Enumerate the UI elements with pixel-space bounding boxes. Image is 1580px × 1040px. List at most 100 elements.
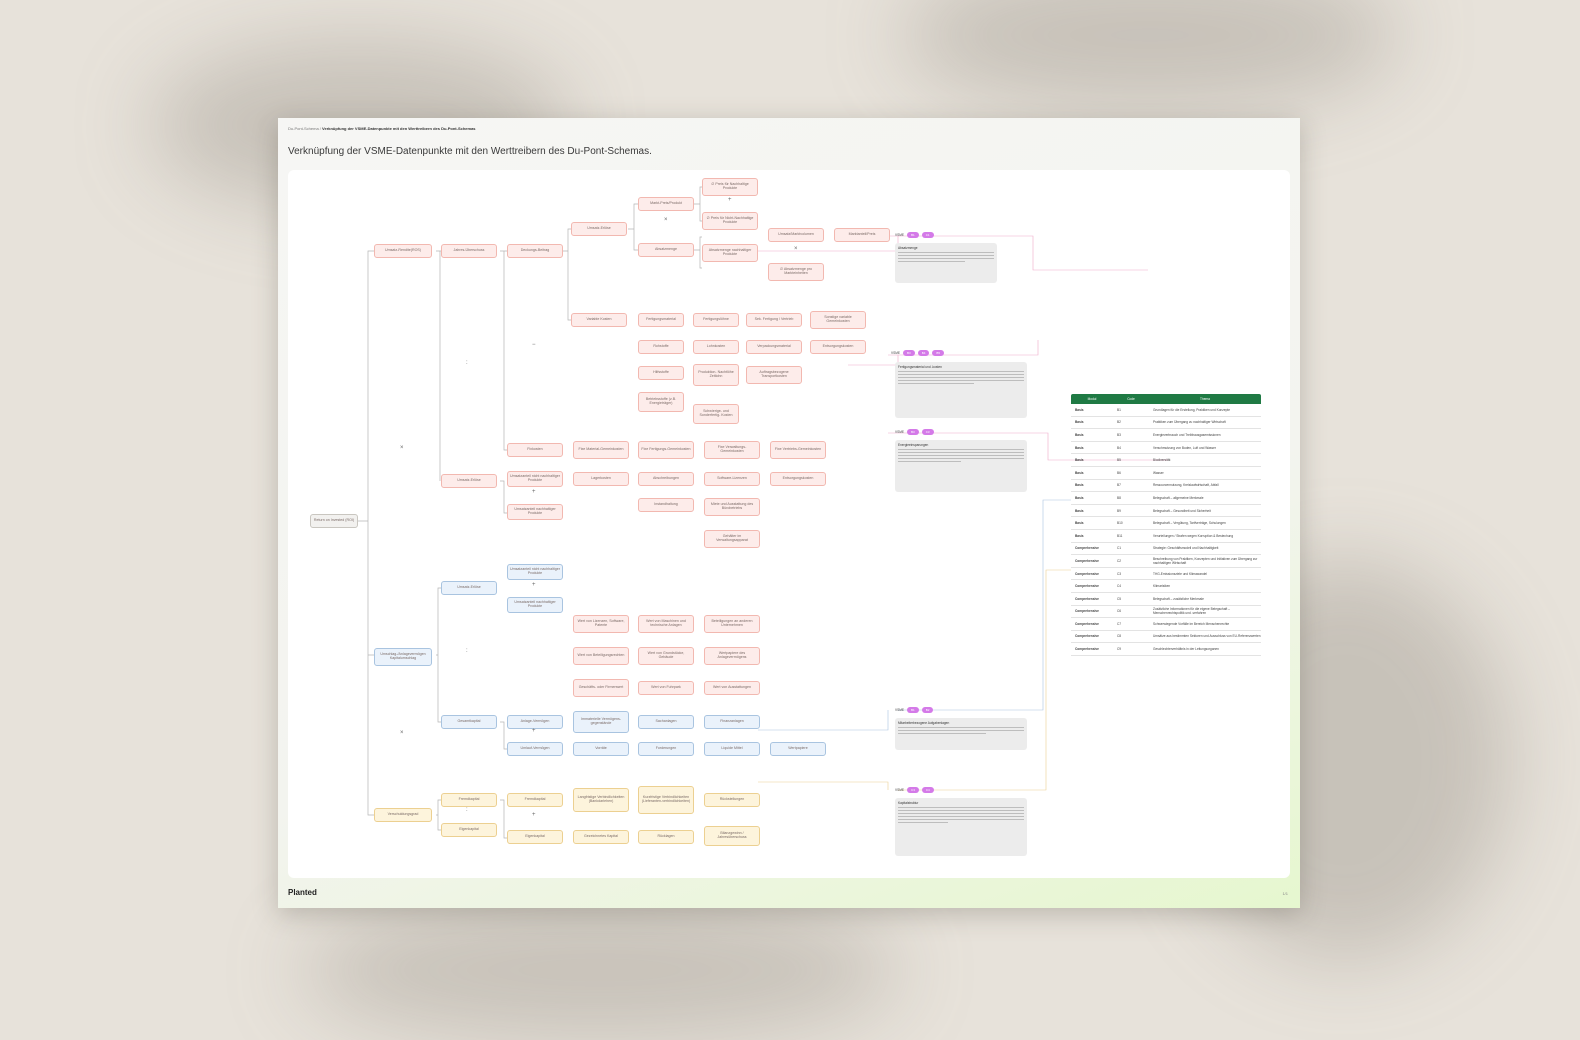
- node-wertpapiere-anlage[interactable]: Wertpapiere des Anlagevermögens: [704, 647, 760, 665]
- node-umsatzanteil-nicht2[interactable]: Umsatzanteil nicht nachhaltiger Produkte: [507, 564, 563, 580]
- node-anlage-vermoegen[interactable]: Anlage-Vermögen: [507, 715, 563, 729]
- node-deckungsbeitrag[interactable]: Deckungs-Beitrag: [507, 244, 563, 258]
- node-produktion-zeitlich[interactable]: Produktion- Nachtlöhe Zeitlohn: [693, 364, 739, 386]
- node-absatzmenge[interactable]: Absatzmenge: [638, 243, 694, 257]
- node-verschuldungsgrad[interactable]: Verschuldungsgrad: [374, 808, 432, 822]
- node-eigenkapital[interactable]: Eigenkapital: [441, 823, 497, 837]
- node-umsatz-zahl[interactable]: ∅ Absatzmenge pro Markteinheiten: [768, 263, 824, 281]
- node-finanzanlagen[interactable]: Finanzanlagen: [704, 715, 760, 729]
- node-gehaelter-verwaltung[interactable]: Gehälter im Verwaltungsapparat: [704, 530, 760, 548]
- node-variable-kosten[interactable]: Variable Kosten: [571, 313, 627, 327]
- node-root[interactable]: Return on Invested (ROI): [310, 514, 358, 528]
- node-auftragsbezogene[interactable]: Auftragsbezogene Transportkosten: [746, 366, 802, 384]
- node-sachanlagen[interactable]: Sachanlagen: [638, 715, 694, 729]
- node-langfristige[interactable]: Langfristige Verbindlichkeiten (Bankdarl…: [573, 788, 629, 812]
- node-wert-beteiligungen[interactable]: Wert von Beteiligungsrechten: [573, 647, 629, 665]
- node-fixe-material[interactable]: Fixe Material-Gemeinkosten: [573, 441, 629, 459]
- node-forderungen[interactable]: Forderungen: [638, 742, 694, 756]
- node-wert-grundstuecke[interactable]: Wert von Grundstücke, Gebäude: [638, 647, 694, 665]
- node-preis-nachhaltig[interactable]: ∅ Preis für Nachhaltige Produkte: [702, 178, 758, 196]
- node-entsorgungskosten2[interactable]: Entsorgungskosten: [770, 472, 826, 486]
- node-umlauf-vermoegen[interactable]: Umlauf-Vermögen: [507, 742, 563, 756]
- node-fertigungsmaterial[interactable]: Fertigungsmaterial: [638, 313, 684, 327]
- node-gezeichnetes[interactable]: Gezeichnetes Kapital: [573, 830, 629, 844]
- operator-divide: :: [466, 360, 468, 366]
- table-cell: B10: [1117, 521, 1123, 526]
- vsme-tag[interactable]: B5: [932, 350, 945, 356]
- node-umsatzanteil2[interactable]: Umsatzanteil nachhaltiger Produkte: [507, 597, 563, 613]
- node-beteiligungen[interactable]: Beteiligungen an anderen Unternehmen: [704, 615, 760, 633]
- node-kurzfristige[interactable]: Kurzfristige Verbindlichkeiten (Lieferan…: [638, 786, 694, 814]
- node-umsatzanteil-nicht[interactable]: Umsatzanteil nicht nachhaltiger Produkte: [507, 471, 563, 487]
- node-immaterielle[interactable]: Immaterielle Vermögens-gegenstände: [573, 711, 629, 733]
- table-header-cell: Code: [1127, 397, 1135, 401]
- table-cell: Belegschaft – allgemeine Merkmale: [1153, 495, 1204, 500]
- node-lagerkosten[interactable]: Lagerkosten: [573, 472, 629, 486]
- node-schwierige-arbeit[interactable]: Schwierige- und Sonderfertig- Kosten: [693, 404, 739, 424]
- node-marktvolumen[interactable]: Umsatz/Marktvolumen: [768, 228, 824, 242]
- table-cell: Belegschaft – Gesundheit und Sicherheit: [1153, 508, 1211, 513]
- node-sonstige-variable[interactable]: Sonstige variable Gemeinkosten: [810, 311, 866, 329]
- node-wert-lizenzen[interactable]: Wert von Lizenzen, Software, Patente: [573, 615, 629, 633]
- vsme-tag[interactable]: C3: [907, 787, 919, 793]
- node-umsatzrendite[interactable]: Umsatz-Rendite(ROS): [374, 244, 432, 258]
- vsme-tag[interactable]: C4: [921, 787, 934, 793]
- node-marktpreis[interactable]: Markt-Preis/Produkt: [638, 197, 694, 211]
- node-betriebsstoffe[interactable]: Betriebsstoffe (z.B. Energieträger): [638, 392, 684, 412]
- vsme-tag[interactable]: C3: [921, 429, 934, 435]
- node-fremdkapital[interactable]: Fremdkapital: [441, 793, 497, 807]
- annotation-heading: Fertigungsmaterial und -kosten: [898, 365, 942, 369]
- node-wert-ausstattungen[interactable]: Wert von Ausstattungen: [704, 681, 760, 695]
- breadcrumb-section[interactable]: Du-Pont-Schema: [288, 126, 319, 131]
- node-hilfsstoffe[interactable]: Hilfsstoffe: [638, 366, 684, 380]
- node-umsatzerloese3[interactable]: Umsatz-Erlöse: [441, 581, 497, 595]
- node-instandhaltung[interactable]: Instandhaltung: [638, 498, 694, 512]
- node-gesamtkapital[interactable]: Gesamtkapital: [441, 715, 497, 729]
- node-jahres-ueberschuss[interactable]: Jahres-Überschuss: [441, 244, 497, 258]
- node-verpackungsmaterial[interactable]: Verpackungsmaterial: [746, 340, 802, 354]
- node-umschlag[interactable]: Umschlag-/Anlagevermögen Kapitalumschlag: [374, 648, 432, 666]
- node-lohnkosten[interactable]: Lohnkosten: [693, 340, 739, 354]
- operator-plus: +: [532, 489, 536, 495]
- node-vorraete[interactable]: Vorräte: [573, 742, 629, 756]
- node-umsatzerloese2[interactable]: Umsatz-Erlöse: [441, 474, 497, 488]
- vsme-tag[interactable]: B3: [907, 429, 919, 435]
- node-entsorgungskosten[interactable]: Entsorgungskosten: [810, 340, 866, 354]
- vsme-tag[interactable]: B3: [903, 350, 915, 356]
- vsme-tag[interactable]: B4: [917, 350, 930, 356]
- table-header: Modul Code Thema: [1071, 394, 1261, 404]
- node-fremdkapital2[interactable]: Fremdkapital: [507, 793, 563, 807]
- node-abschreibungen[interactable]: Abschreibungen: [638, 472, 694, 486]
- node-miete-ausstattung[interactable]: Miete und Ausstattung des Bürobetriebs: [704, 498, 760, 516]
- node-eigenkapital2[interactable]: Eigenkapital: [507, 830, 563, 844]
- node-bilanzgewinn[interactable]: Bilanzgewinn / Jahresüberschuss: [704, 826, 760, 846]
- node-rohstoffe[interactable]: Rohstoffe: [638, 340, 684, 354]
- node-wertpapiere[interactable]: Wertpapiere: [770, 742, 826, 756]
- breadcrumb-current: Verknüpfung der VSME-Datenpunkte mit den…: [322, 126, 476, 131]
- node-liquide-mittel[interactable]: Liquide Mittel: [704, 742, 760, 756]
- node-rueckstellungen[interactable]: Rückstellungen: [704, 793, 760, 807]
- vsme-tag[interactable]: B1: [907, 707, 919, 713]
- node-geschaefts-firmenwert[interactable]: Geschäfts- oder Firmenwert: [573, 679, 629, 697]
- node-ruecklagen[interactable]: Rücklagen: [638, 830, 694, 844]
- node-software-lizenzen[interactable]: Software-Lizenzen: [704, 472, 760, 486]
- node-fixkosten[interactable]: Fixkosten: [507, 443, 563, 457]
- node-fixe-fertigung[interactable]: Fixe Fertigungs-Gemeinkosten: [638, 441, 694, 459]
- node-preis-nicht[interactable]: ∅ Preis für Nicht-Nachhaltige Produkte: [702, 212, 758, 230]
- node-umsatzanteil[interactable]: Umsatzanteil nachhaltiger Produkte: [507, 504, 563, 520]
- node-marktanteil[interactable]: Marktanteil/Preis: [834, 228, 890, 242]
- node-wert-maschinen[interactable]: Wert von Maschinen und technische Anlage…: [638, 615, 694, 633]
- vsme-tag[interactable]: C1: [921, 232, 934, 238]
- node-fertigungsloehne[interactable]: Fertigungslöhne: [693, 313, 739, 327]
- node-umsatzerloese[interactable]: Umsatz-Erlöse: [571, 222, 627, 236]
- vsme-tag[interactable]: B1: [907, 232, 919, 238]
- node-sek-fertigung[interactable]: Sek. Fertigung / Vertrieb: [746, 313, 802, 327]
- node-fixe-verwaltung[interactable]: Fixe Verwaltungs-Gemeinkosten: [704, 441, 760, 459]
- node-absatzmenge-nachhaltig[interactable]: Absatzmenge nachhaltiger Produkte: [702, 244, 758, 262]
- node-fixe-vertrieb[interactable]: Fixe Vertriebs-Gemeinkosten: [770, 441, 826, 459]
- node-wert-fuhrpark[interactable]: Wert von Fuhrpark: [638, 681, 694, 695]
- vsme-tag[interactable]: B2: [921, 707, 934, 713]
